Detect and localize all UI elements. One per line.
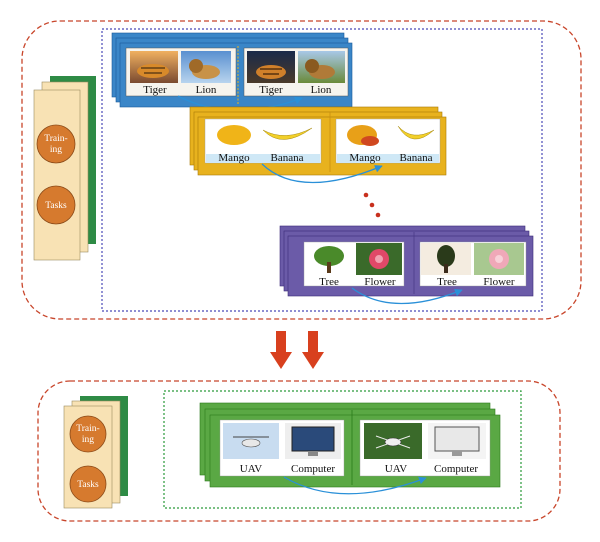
tiger-label: Tiger	[143, 84, 167, 96]
training-tasks-legend-bottom: Train- ing Tasks	[63, 396, 128, 509]
plants-task-group: Tree Flower Tree Flower	[279, 225, 534, 305]
down-arrow-left	[270, 331, 292, 369]
computer-label-2: Computer	[434, 463, 478, 475]
banana-image-2	[397, 125, 435, 140]
animals-task-group: Tiger Lion Tiger Lion	[111, 32, 353, 112]
target-tasks-region	[37, 380, 561, 522]
flower-label-2: Flower	[483, 276, 515, 288]
flower-label: Flower	[364, 276, 396, 288]
tasks-circle	[36, 185, 76, 225]
banana-label-2: Banana	[400, 152, 433, 164]
transfer-down-arrows	[270, 331, 324, 369]
more-tasks-ellipsis	[363, 192, 381, 218]
devices-transfer-arrow	[283, 476, 427, 495]
banana-image	[262, 127, 313, 140]
training-label-line2: ing	[50, 145, 62, 155]
tasks-circle-bottom	[69, 465, 107, 503]
target-tasks-inner-frame	[163, 390, 522, 509]
plants-transfer-arrow	[351, 287, 463, 305]
lion-label-2: Lion	[311, 84, 332, 96]
training-label-bottom-line1: Train-	[76, 424, 99, 434]
training-circle-bottom	[69, 415, 107, 453]
training-label-line1: Train-	[44, 134, 67, 144]
computer-label: Computer	[291, 463, 335, 475]
training-circle	[36, 124, 76, 164]
training-tasks-legend-top: Train- ing Tasks	[33, 76, 96, 261]
mango-label: Mango	[218, 152, 250, 164]
banana-label: Banana	[271, 152, 304, 164]
uav-label-2: UAV	[385, 463, 407, 475]
mango-image	[217, 125, 251, 145]
tree-label-2: Tree	[437, 276, 457, 288]
fruits-transfer-arrow	[261, 163, 383, 184]
tree-label: Tree	[319, 276, 339, 288]
tasks-label: Tasks	[45, 201, 67, 211]
training-label-bottom-line2: ing	[82, 435, 94, 445]
uav-label: UAV	[240, 463, 262, 475]
fruits-task-group: Mango Banana Mango Banana	[189, 106, 447, 184]
down-arrow-right	[302, 331, 324, 369]
source-tasks-region	[21, 20, 582, 320]
devices-task-group: UAV Computer UAV Computer	[199, 402, 501, 495]
lion-label: Lion	[196, 84, 217, 96]
tasks-label-bottom: Tasks	[77, 480, 99, 490]
mango-label-2: Mango	[349, 152, 381, 164]
source-tasks-inner-frame	[101, 28, 543, 312]
tiger-label-2: Tiger	[259, 84, 283, 96]
